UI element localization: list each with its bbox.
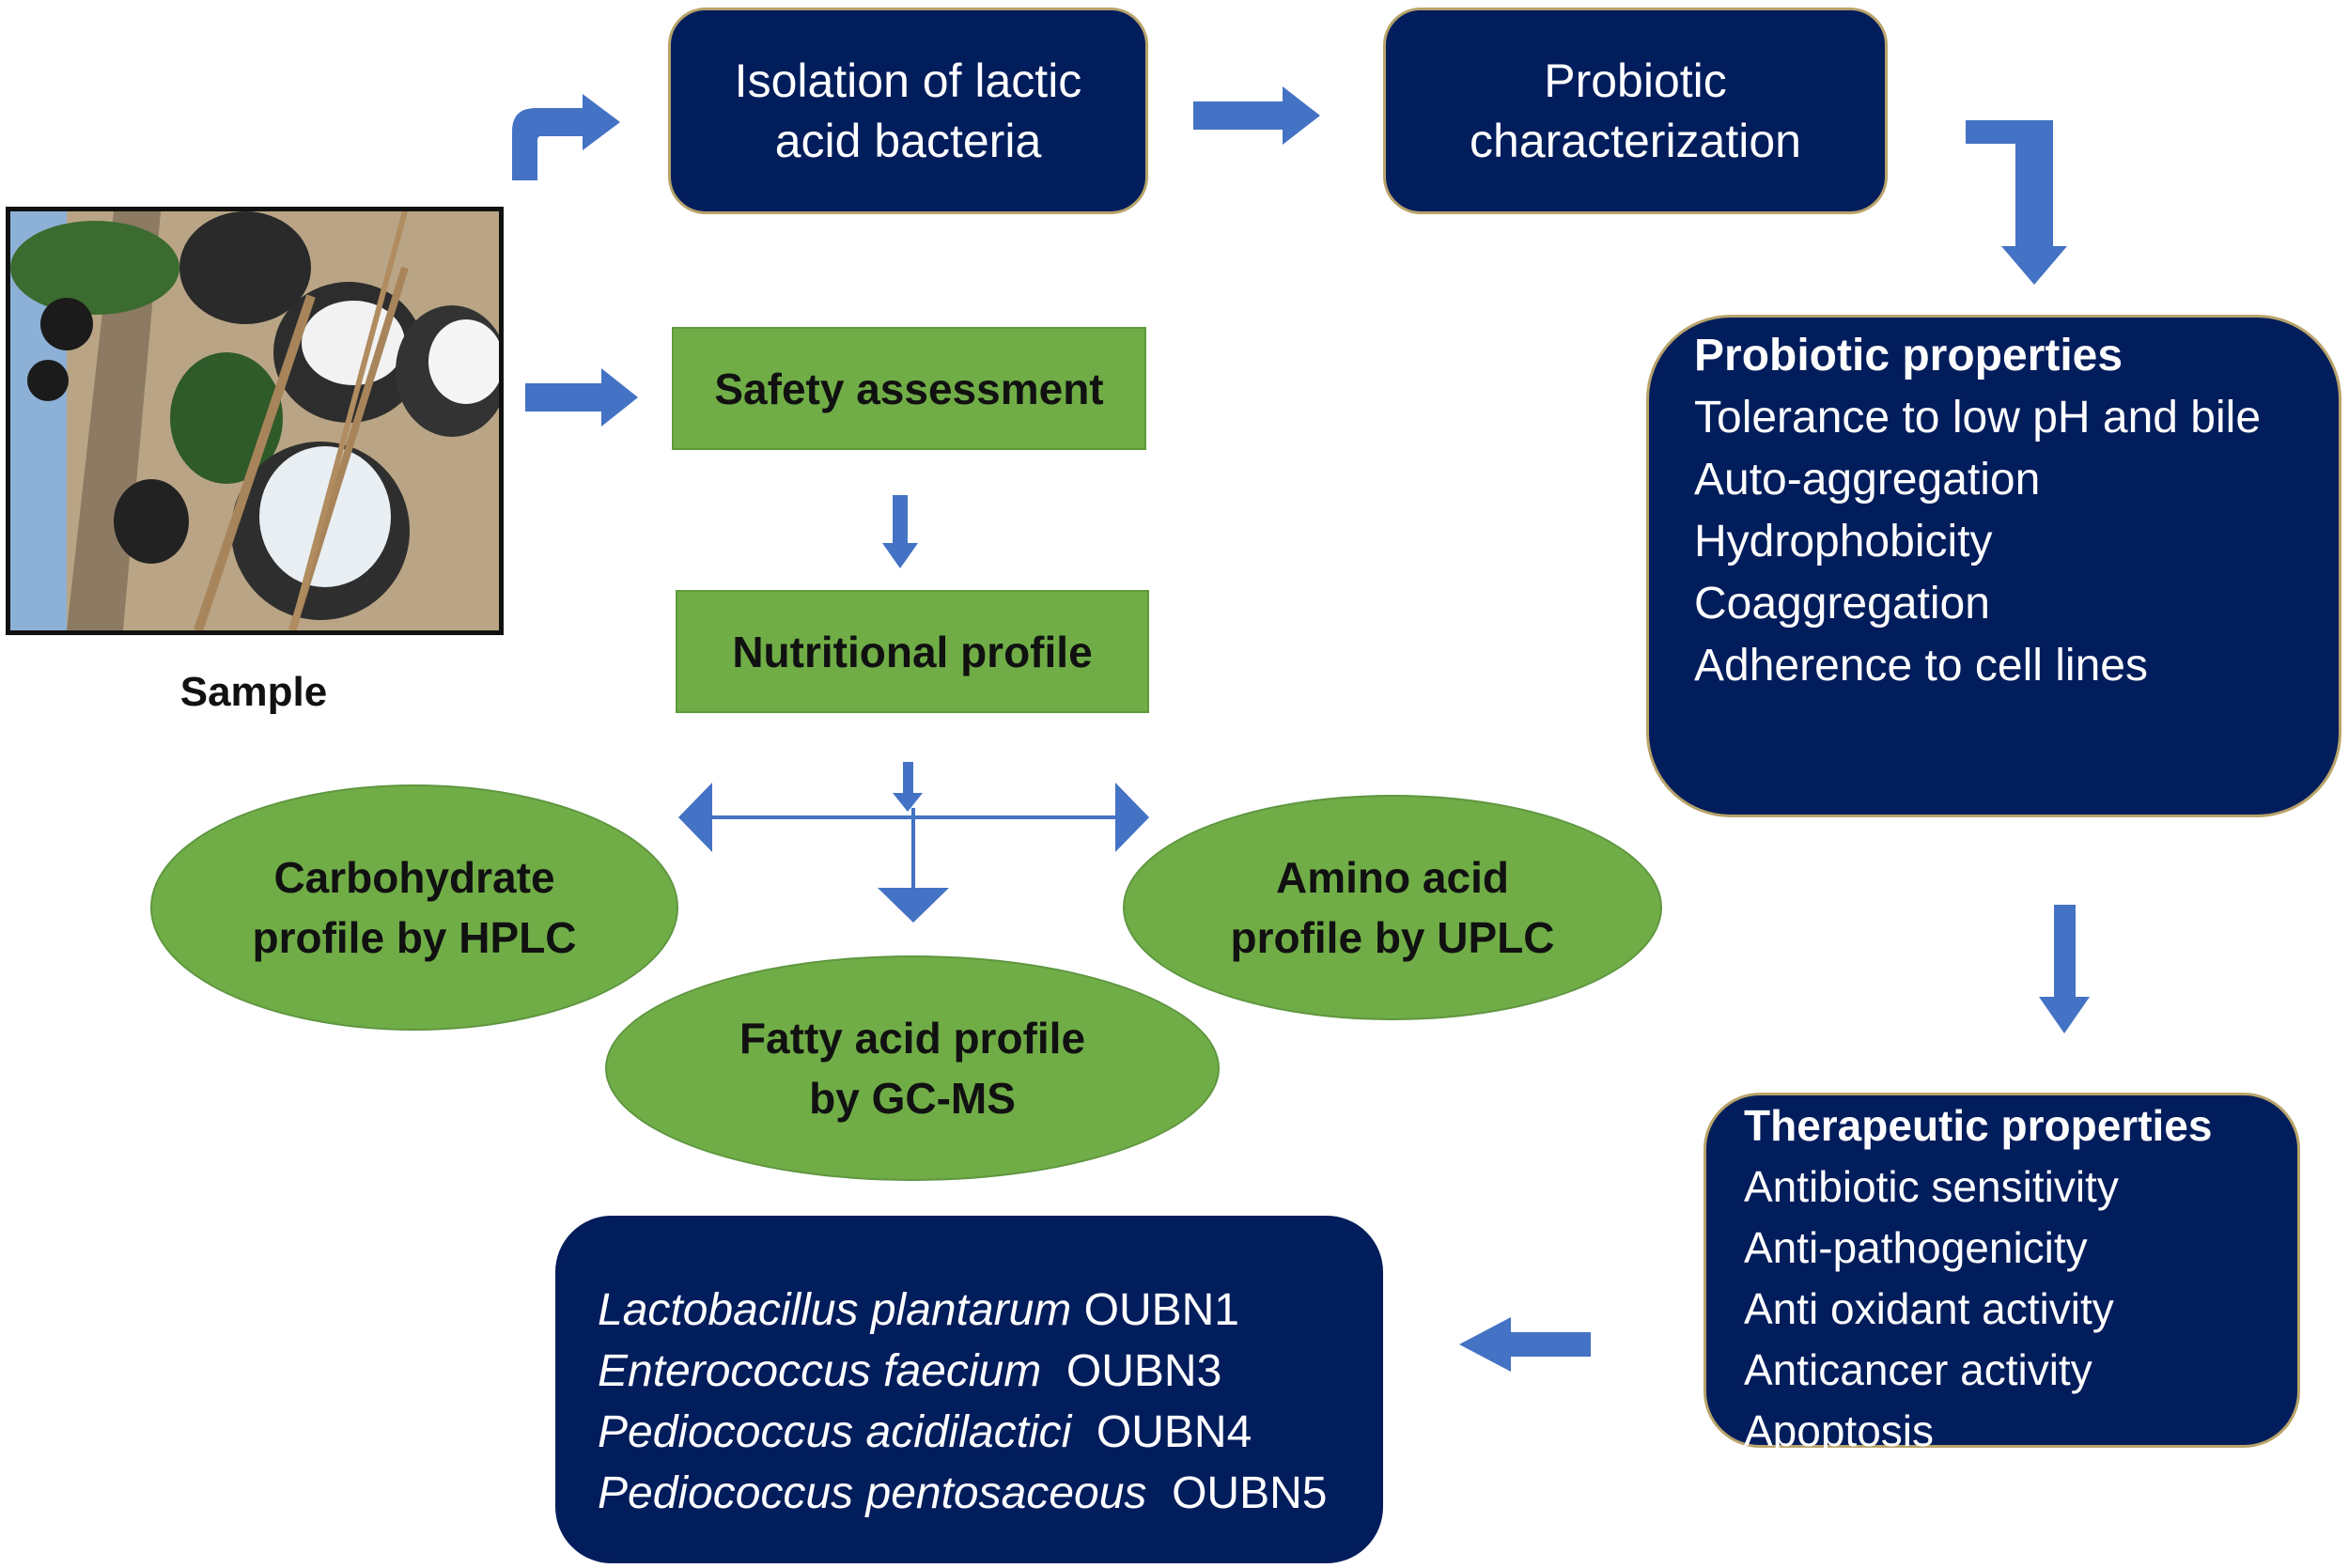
down-arrow-icon	[882, 495, 918, 568]
species-item: Pediococcus acidilactici OUBN4	[598, 1402, 1380, 1463]
species-item: Pediococcus pentosaceous OUBN5	[598, 1463, 1380, 1524]
curved-arrow-icon	[512, 94, 620, 180]
probiotic-property-item: Hydrophobicity	[1694, 517, 1993, 567]
probiotic-properties-heading: Probiotic properties	[1694, 331, 2123, 380]
right-arrow-icon	[525, 368, 638, 427]
carbohydrate-profile-ellipse: Carbohydrate profile by HPLC	[150, 784, 678, 1031]
probiotic-property-item: Adherence to cell lines	[1694, 641, 2148, 691]
nutritional-profile-label: Nutritional profile	[732, 627, 1093, 676]
isolation-line1: Isolation of lactic	[734, 54, 1082, 107]
amino-acid-line1: Amino acid	[1276, 853, 1509, 902]
palm-sap-illustration	[10, 211, 499, 630]
probiotic-property-item: Tolerance to low pH and bile	[1694, 393, 2262, 442]
amino-acid-line2: profile by UPLC	[1230, 913, 1555, 962]
isolation-line2: acid bacteria	[774, 115, 1042, 167]
down-arrowhead-icon	[878, 888, 949, 923]
nutritional-profile-box: Nutritional profile	[676, 590, 1149, 713]
carbohydrate-line2: profile by HPLC	[252, 913, 577, 962]
therapeutic-properties-box: Therapeutic properties Antibiotic sensit…	[1703, 1093, 2300, 1455]
species-strain: OUBN1	[1083, 1285, 1239, 1335]
probiotic-properties-box: Probiotic properties Tolerance to low pH…	[1646, 315, 2341, 817]
species-name: Pediococcus acidilactici	[598, 1407, 1072, 1457]
isolation-box: Isolation of lactic acid bacteria	[668, 8, 1148, 214]
characterization-line1: Probiotic	[1544, 54, 1727, 107]
species-item: Enterococcus faecium OUBN3	[598, 1341, 1380, 1402]
fatty-acid-profile-ellipse: Fatty acid profile by GC-MS	[605, 955, 1220, 1181]
right-arrow-icon	[1193, 86, 1320, 145]
sample-photo	[6, 207, 504, 635]
therapeutic-property-item: Anti-pathogenicity	[1744, 1223, 2088, 1272]
species-strain: OUBN4	[1096, 1407, 1252, 1457]
down-arrow-icon	[2039, 905, 2090, 1033]
characterization-box: Probiotic characterization	[1383, 8, 1888, 214]
safety-assessment-box: Safety assessment	[672, 327, 1146, 450]
therapeutic-properties-heading: Therapeutic properties	[1744, 1101, 2213, 1150]
carbohydrate-line1: Carbohydrate	[273, 853, 555, 902]
left-arrow-icon	[1459, 1317, 1591, 1372]
species-name: Pediococcus pentosaceous	[598, 1468, 1147, 1518]
therapeutic-property-item: Anti oxidant activity	[1744, 1284, 2114, 1333]
probiotic-property-item: Coaggregation	[1694, 579, 1990, 629]
therapeutic-property-item: Apoptosis	[1744, 1406, 1935, 1455]
probiotic-property-item: Auto-aggregation	[1694, 455, 2041, 505]
species-name: Enterococcus faecium	[598, 1346, 1042, 1396]
amino-acid-profile-ellipse: Amino acid profile by UPLC	[1123, 795, 1662, 1020]
species-box: Lactobacillus plantarum OUBN1 Enterococc…	[555, 1216, 1383, 1563]
safety-assessment-label: Safety assessment	[714, 364, 1104, 413]
characterization-line2: characterization	[1470, 115, 1801, 167]
down-arrow-icon	[893, 762, 923, 812]
therapeutic-property-item: Antibiotic sensitivity	[1744, 1162, 2119, 1211]
fatty-acid-line2: by GC-MS	[809, 1074, 1016, 1123]
sample-label: Sample	[179, 669, 328, 715]
species-name: Lactobacillus plantarum	[598, 1285, 1072, 1335]
fatty-acid-line1: Fatty acid profile	[739, 1014, 1086, 1063]
species-strain: OUBN3	[1066, 1346, 1222, 1396]
bent-down-arrow-icon	[1966, 120, 2067, 285]
therapeutic-property-item: Anticancer activity	[1744, 1345, 2092, 1394]
species-item: Lactobacillus plantarum OUBN1	[598, 1280, 1380, 1341]
species-strain: OUBN5	[1172, 1468, 1328, 1518]
